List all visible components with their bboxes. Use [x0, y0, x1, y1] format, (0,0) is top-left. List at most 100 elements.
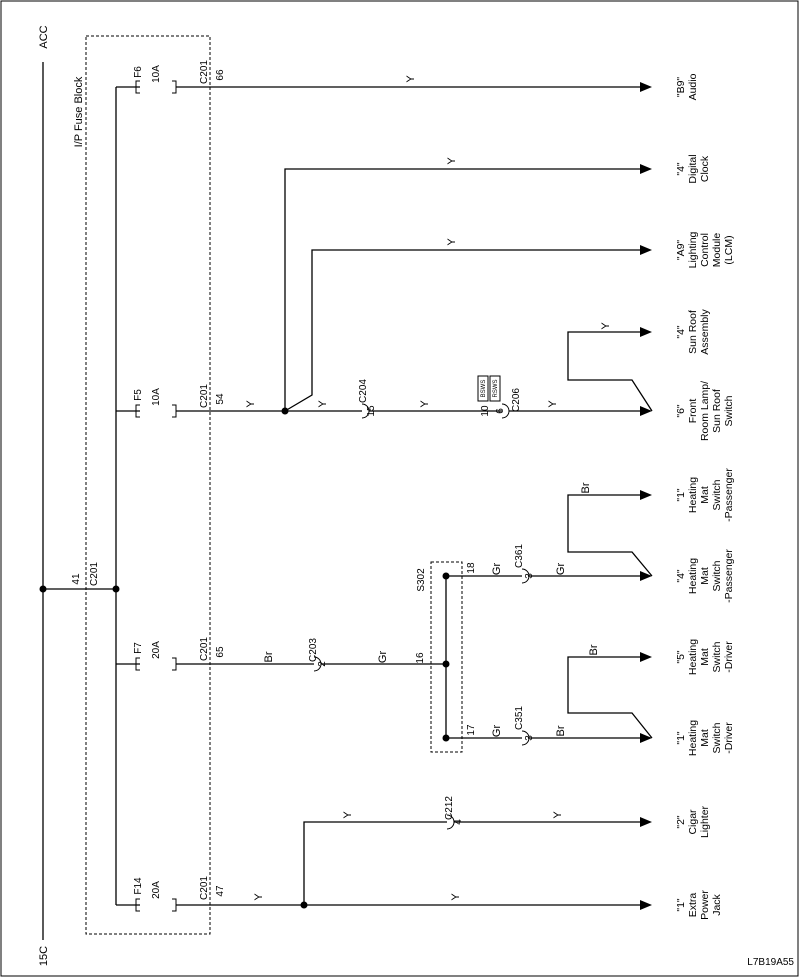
c212-name: C212 — [444, 796, 455, 820]
svg-text:Mat: Mat — [699, 648, 711, 666]
dest-cigar: "2" Cigar Lighter — [675, 805, 711, 838]
c212-pin: 4 — [453, 819, 464, 825]
svg-text:"2": "2" — [675, 815, 687, 829]
arrow-roomlamp — [640, 406, 652, 416]
wire-color-sunroof: Y — [600, 322, 612, 330]
dest-sunroof: "4" Sun Roof Assembly — [675, 308, 711, 354]
wire-color-lcm: Y — [446, 238, 458, 246]
arrow-hm-pass4 — [640, 571, 652, 581]
clock-branch — [284, 168, 640, 411]
c203-name: C203 — [308, 638, 319, 662]
wire-color-pass-a: Gr — [555, 563, 567, 576]
fuse-f7-pin: 65 — [215, 646, 226, 658]
arrow-clock — [640, 164, 652, 174]
c206-tag-left: BSWS — [481, 380, 487, 398]
svg-text:Switch: Switch — [723, 395, 735, 426]
wire-color-f5-b: Y — [317, 400, 329, 408]
svg-text:-Passenger: -Passenger — [723, 549, 735, 603]
figure-code: L7B19A55 — [747, 957, 794, 968]
fuse-f14-rating: 20A — [151, 881, 162, 899]
svg-text:Heating: Heating — [687, 477, 699, 513]
fuse-f5-name: F5 — [133, 389, 144, 401]
c206-pin-out: 6 — [495, 408, 506, 414]
svg-text:Switch: Switch — [711, 479, 723, 510]
wire-color-cigar-b: Y — [552, 811, 564, 819]
input-pin: 41 — [71, 573, 82, 585]
s302-pin-top: 18 — [466, 562, 477, 574]
svg-text:"A9": "A9" — [675, 240, 687, 261]
fuse-f6-name: F6 — [133, 66, 144, 78]
svg-text:Sun Roof: Sun Roof — [711, 389, 723, 433]
svg-text:(LCM): (LCM) — [723, 235, 735, 264]
cigar-branch-a — [303, 821, 447, 905]
svg-text:Switch: Switch — [711, 722, 723, 753]
wire-color-cigar-a: Y — [342, 811, 354, 819]
svg-text:Heating: Heating — [687, 558, 699, 594]
sunroof-branch — [567, 331, 653, 412]
s302-dot-mid — [442, 660, 450, 668]
fuse-f14 — [116, 898, 177, 912]
wire-color-s302-bot: Gr — [491, 725, 503, 738]
wire-color-f7: Br — [263, 651, 275, 662]
dest-hm-pass1: "1" Heating Mat Switch -Passenger — [675, 468, 735, 522]
dest-lcm: "A9" Lighting Control Module (LCM) — [675, 231, 735, 268]
wire-color-drv-a: Br — [555, 725, 567, 736]
svg-text:"6": "6" — [675, 404, 687, 418]
svg-text:Power: Power — [699, 890, 711, 920]
fuse-f5-rating: 10A — [151, 388, 162, 406]
c206-tag-right-box — [489, 375, 501, 402]
fuse-f14-name: F14 — [133, 877, 144, 895]
fuse-block-title: I/P Fuse Block — [73, 76, 85, 147]
svg-text:"5": "5" — [675, 650, 687, 664]
driver-branch — [567, 656, 653, 739]
wire-color-audio: Y — [405, 75, 417, 83]
svg-text:Module: Module — [711, 233, 723, 268]
c206-name: C206 — [511, 388, 522, 412]
svg-text:Mat: Mat — [699, 486, 711, 504]
arrow-hm-pass1 — [640, 490, 652, 500]
c203-pin: 2 — [317, 661, 328, 667]
svg-text:"4": "4" — [675, 162, 687, 176]
svg-text:Front: Front — [687, 399, 699, 424]
c204-name: C204 — [358, 379, 369, 403]
c204-pin: 15 — [366, 405, 377, 417]
fuse-f6-connector: C201 — [199, 60, 210, 84]
arrow-extra — [640, 900, 652, 910]
svg-text:Control: Control — [699, 233, 711, 267]
svg-text:Extra: Extra — [687, 893, 699, 918]
fuse-block-outline — [85, 35, 211, 935]
svg-text:Lighting: Lighting — [687, 231, 699, 268]
wire-color-f14: Y — [253, 893, 265, 901]
wire-color-pass-b: Br — [580, 482, 592, 493]
fuse-f7 — [116, 657, 177, 671]
svg-text:Cigar: Cigar — [687, 809, 699, 835]
fuse-f5-pin: 54 — [215, 393, 226, 405]
svg-text:"4": "4" — [675, 569, 687, 583]
wire-color-roomlamp: Y — [547, 400, 559, 408]
svg-text:Mat: Mat — [699, 729, 711, 747]
s302-pin-in: 16 — [415, 652, 426, 664]
c206-pin-in: 10 — [480, 405, 491, 417]
svg-text:-Passenger: -Passenger — [723, 468, 735, 522]
dest-hm-drv5: "5" Heating Mat Switch -Driver — [675, 639, 735, 675]
svg-text:Assembly: Assembly — [699, 308, 711, 354]
fuse-f14-connector: C201 — [199, 876, 210, 900]
s302-pin-bottom: 17 — [466, 724, 477, 736]
svg-text:Heating: Heating — [687, 639, 699, 675]
acc-label: ACC — [38, 25, 50, 48]
c206-tag-right: RSWS — [493, 380, 499, 398]
fuse-f6-pin: 66 — [215, 69, 226, 81]
wire-color-extra: Y — [450, 893, 462, 901]
arrow-hm-drv1 — [640, 733, 652, 743]
arrow-lcm — [640, 245, 652, 255]
svg-text:Switch: Switch — [711, 641, 723, 672]
svg-text:"4": "4" — [675, 325, 687, 339]
svg-text:Clock: Clock — [699, 155, 711, 182]
wire-color-drv-b: Br — [588, 644, 600, 655]
arrow-cigar — [640, 817, 652, 827]
wire-color-f5-a: Y — [245, 400, 257, 408]
passenger-branch — [567, 494, 653, 577]
c351-name: C351 — [514, 706, 525, 730]
